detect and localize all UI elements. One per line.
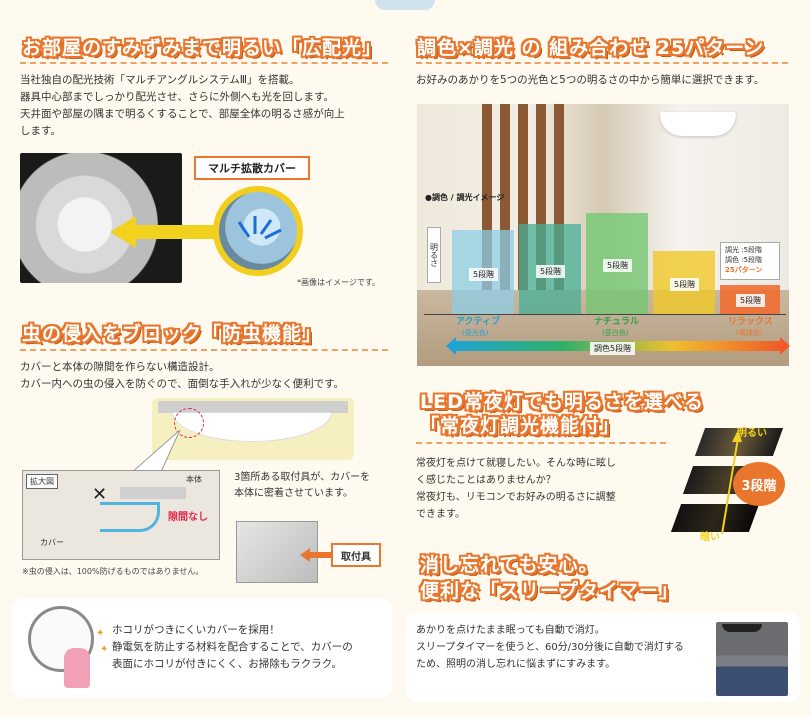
arrow-left-icon	[110, 216, 136, 248]
image-note: *画像はイメージです。	[297, 278, 381, 287]
divider	[20, 349, 388, 351]
top-tab-decoration	[375, 0, 435, 10]
lamp-cover-photo	[20, 153, 182, 283]
combo-info-box: 調光 :5段階 調色 :5段階 25パターン	[720, 242, 780, 280]
combo-line: 調色 :5段階	[725, 256, 763, 264]
combo-line: 調光 :5段階	[725, 246, 763, 254]
step-label: 5段階	[736, 294, 766, 307]
bright-label: 明るい	[737, 428, 767, 439]
heading-night-light-line1: LED常夜灯でも明るさを選べる	[420, 391, 704, 413]
sparkle-icon: ✦	[100, 644, 109, 655]
insect-description: カバーと本体の隙間を作らない構造設計。 カバー内への虫の侵入を防ぐので、面倒な手…	[20, 361, 345, 390]
brightness-arrow-icon	[721, 430, 742, 535]
zoom-connector	[130, 430, 181, 475]
divider	[416, 62, 788, 64]
chart-title: ●調色 / 調光イメージ	[425, 193, 505, 202]
insect-note: ※虫の侵入は、100%防げるものではありません。	[22, 567, 204, 576]
tone-active-sub: (昼光色)	[462, 329, 489, 337]
zoom-body-label: 本体	[186, 475, 202, 484]
divider	[416, 442, 666, 444]
combo-total: 25パターン	[725, 266, 763, 274]
wide-light-description: 当社独自の配光技術「マルチアングルシステムⅢ」を搭載。 器具中心部までしっかり配…	[20, 74, 345, 137]
step-label: 5段階	[469, 268, 499, 281]
dust-description: ホコリがつきにくいカバーを採用！ 静電気を防止する材料を配合することで、カバーの…	[112, 624, 353, 670]
arrow-left-icon	[446, 337, 456, 355]
sleep-lamp-illustration	[722, 624, 762, 632]
night-light-description: 常夜灯を点けて就寝したい。そんな時に眩し く感じたことはありませんか？ 常夜灯も…	[416, 458, 616, 520]
zoom-marker	[174, 408, 204, 438]
zoom-cover-part	[100, 502, 160, 532]
sparkle-icon: ✦	[96, 628, 105, 639]
fixture-description: 3箇所ある取付具が、カバーを 本体に密着させています。	[234, 472, 371, 499]
zoom-cover-label: カバー	[40, 538, 64, 547]
wiping-hand-icon	[64, 648, 90, 688]
heading-insect-block: 虫の侵入をブロック「防虫機能」	[22, 323, 323, 345]
tone-active-label: アクティブ	[456, 317, 501, 327]
three-levels-badge: 3段階	[733, 462, 785, 506]
step-label: 5段階	[670, 278, 700, 291]
insect-icon: ✕	[92, 484, 108, 505]
tone-relax-label: リラックス	[728, 317, 773, 327]
sleep-timer-description: あかりを点けたまま眠っても自動で消灯。 スリープタイマーを使うと、60分/30分…	[416, 625, 684, 670]
heading-sleep-timer-line1: 消し忘れても安心。	[420, 554, 599, 576]
color-patterns-description: お好みのあかりを5つの光色と5つの明るさの中から簡単に選択できます。	[416, 74, 765, 86]
cover-zoom-photo	[213, 186, 303, 276]
step-label: 5段階	[536, 265, 566, 278]
tone-natural-sub: (昼白色)	[602, 329, 629, 337]
brightness-axis-label: 明るさ	[427, 227, 441, 283]
fixture-label: 取付具	[331, 543, 381, 567]
chart-baseline	[424, 314, 786, 315]
arrow-left-icon	[300, 548, 332, 562]
heading-wide-light: お部屋のすみずみまで明るい「広配光」	[22, 37, 383, 59]
color-steps-label: 調色5段階	[590, 342, 636, 355]
lamp-cover-icon	[28, 606, 94, 672]
heading-sleep-timer-line2: 便利な「スリープタイマー」	[420, 580, 679, 602]
dark-label: 暗い	[700, 532, 720, 543]
multi-diffusion-cover-label: マルチ拡散カバー	[194, 156, 310, 180]
heading-color-patterns: 調色×調光 の 組み合わせ 25パターン	[417, 37, 765, 59]
zoom-body-part	[120, 487, 186, 499]
divider	[20, 62, 388, 64]
sleeping-room-photo	[716, 622, 788, 696]
step-label: 5段階	[603, 259, 633, 272]
arrow-right-icon	[780, 337, 790, 355]
tone-relax-sub: (電球色)	[736, 329, 763, 337]
zoom-label: 拡大図	[26, 474, 58, 489]
tone-natural-label: ナチュラル	[594, 317, 640, 327]
no-gap-label: 隙間なし	[168, 512, 208, 523]
ceiling-lamp-illustration	[660, 112, 736, 136]
ceiling-plate	[158, 401, 348, 413]
arrow-bar	[135, 225, 215, 239]
heading-night-light-line2: 「常夜灯調光機能付」	[420, 415, 621, 437]
